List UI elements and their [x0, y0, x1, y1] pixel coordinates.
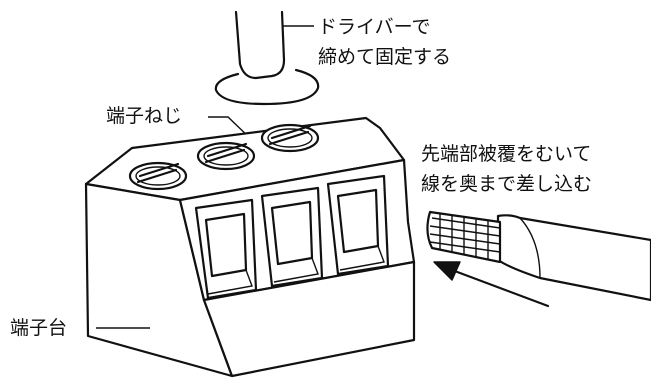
slotted-screw-icon: [128, 161, 188, 191]
stripped-wire-icon: [426, 210, 651, 302]
screwdriver-label-line1: ドライバーで: [318, 16, 430, 38]
wire-opening: [260, 186, 324, 288]
wire-opening: [326, 174, 390, 276]
screwdriver-icon: [214, 10, 320, 106]
terminal-block-label: 端子台: [10, 317, 67, 339]
terminal-screw-label: 端子ねじ: [106, 105, 182, 127]
insert-arrow-icon: [433, 261, 550, 308]
terminal-screw-leader-line: [208, 116, 253, 141]
terminal-block: [84, 116, 416, 378]
copper-strands: [429, 214, 501, 259]
wire-opening: [194, 198, 258, 300]
strip-instruction-line2: 線を奥まで差し込む: [421, 173, 592, 195]
slotted-screw-icon: [260, 123, 320, 153]
strip-instruction-line1: 先端部被覆をむいて: [421, 143, 591, 165]
screwdriver-label-line2: 締めて固定する: [318, 46, 451, 68]
slotted-screw-icon: [196, 141, 256, 171]
